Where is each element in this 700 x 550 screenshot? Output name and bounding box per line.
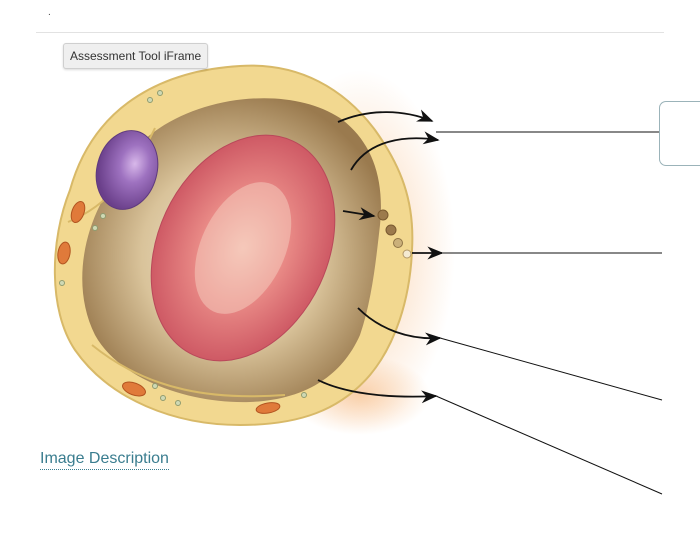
pointer-arrow-2 — [350, 131, 440, 171]
mitochondrion-1 — [70, 200, 86, 224]
vesicles — [59, 90, 307, 406]
top-divider — [36, 32, 664, 33]
pointer-arrow-1 — [337, 109, 434, 123]
pinocytotic-vesicles — [377, 209, 412, 259]
iframe-tooltip: Assessment Tool iFrame — [63, 43, 209, 69]
cell-nucleus — [95, 130, 159, 210]
mitochondrion-3 — [122, 381, 146, 397]
leader-line-3 — [439, 337, 663, 401]
image-description-link[interactable]: Image Description — [40, 450, 169, 470]
mitochondrion-4 — [255, 402, 281, 414]
leader-line-4 — [435, 395, 663, 495]
pointer-arrow-6 — [317, 379, 438, 404]
top-marker: . — [48, 7, 51, 18]
wall-junction-lower — [91, 344, 286, 398]
pointer-arrow-3 — [342, 207, 376, 221]
answer-drop-target-1[interactable] — [659, 101, 700, 166]
pointer-arrow-5 — [357, 307, 442, 346]
red-blood-cell-center — [194, 182, 292, 314]
mitochondrion-2 — [57, 241, 71, 265]
